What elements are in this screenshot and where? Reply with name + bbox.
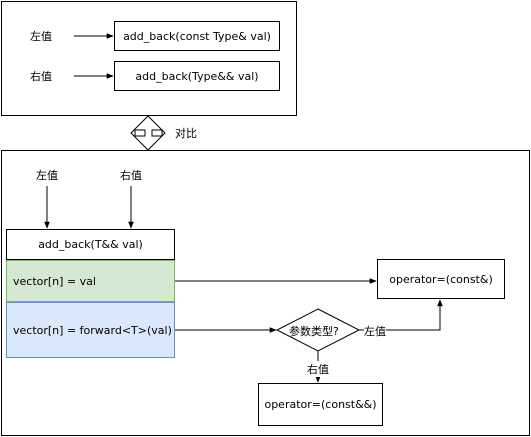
row-assign[interactable]: vector[n] = val [6,260,175,302]
bottom-lvalue-label: 左值 [36,169,58,182]
decision-label: 参数类型? [289,325,339,338]
bottom-rvalue-label: 右值 [120,169,142,182]
top-lvalue-label: 左值 [30,30,52,43]
decision-rvalue-label: 右值 [307,361,329,377]
arrow-decision-lvalue [359,299,443,331]
func-forward-header[interactable]: add_back(T&& val) [6,229,175,260]
op-const-rref-box[interactable]: operator=(const&&) [258,383,383,426]
func-rvalue-box[interactable]: add_back(Type&& val) [114,61,280,91]
top-frame [1,1,297,116]
compare-diamond-icon [130,115,166,151]
top-rvalue-label: 右值 [30,70,52,83]
compare-label: 对比 [175,127,197,140]
func-lvalue-box[interactable]: add_back(const Type& val) [114,21,280,51]
row-forward[interactable]: vector[n] = forward<T>(val) [6,302,175,358]
decision-lvalue-label: 左值 [364,323,386,339]
op-const-ref-box[interactable]: operator=(const&) [377,259,505,299]
